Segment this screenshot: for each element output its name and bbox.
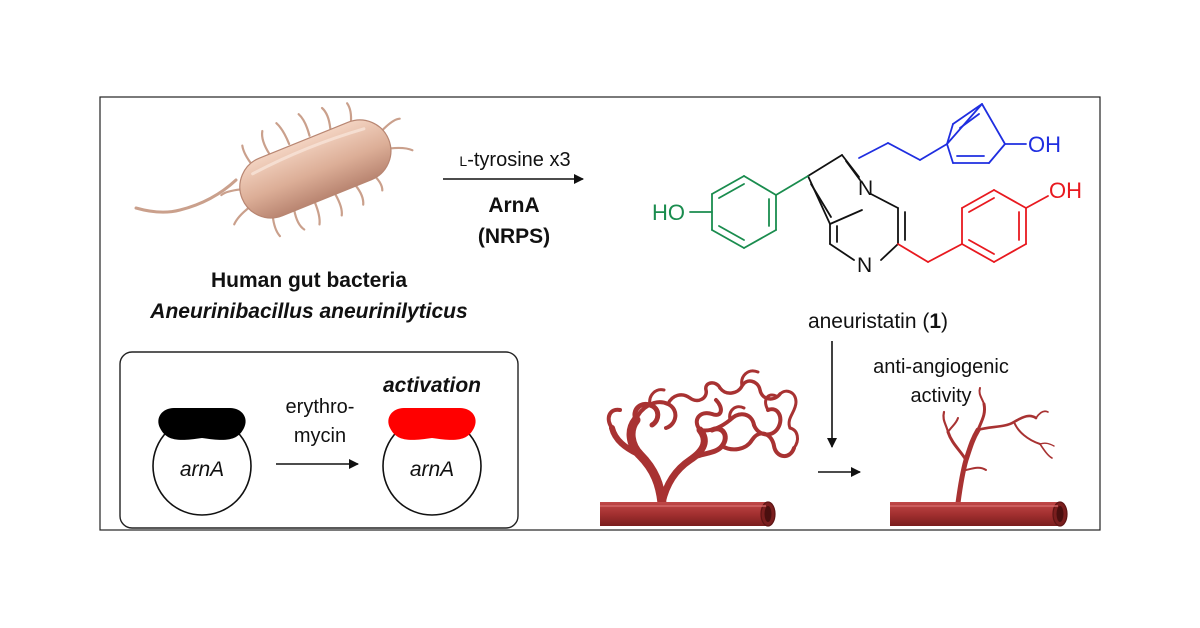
organism-species-name: Aneurinibacillus aneurinilyticus (149, 300, 467, 323)
aneuristatin-structure (689, 103, 1049, 263)
atom-hydroxyl-right: OH (1049, 178, 1082, 203)
sparse-vessel-network (890, 387, 1068, 527)
compound-name: aneuristatin (1) (808, 310, 948, 333)
atom-nitrogen-ring: N (857, 254, 872, 277)
dense-vessel-network (600, 369, 799, 527)
activation-title: activation (383, 374, 481, 397)
enzyme-label: ArnA (488, 194, 539, 217)
atom-hydroxyl-top: OH (1028, 132, 1061, 157)
outer-frame (99, 96, 1101, 531)
activity-label-line2: activity (910, 385, 971, 407)
inducer-label-line1: erythro- (286, 396, 355, 418)
inducer-label-line2: mycin (294, 425, 346, 447)
substrate-label: L-tyrosine x3 (459, 149, 570, 171)
gene-label-before: arnA (180, 458, 224, 481)
atom-nitrogen-bridge: N (858, 177, 873, 200)
enzyme-type-label: (NRPS) (478, 225, 550, 248)
activity-label-line1: anti-angiogenic (873, 356, 1009, 378)
atom-hydroxyl-left: HO (652, 200, 685, 225)
organism-common-name: Human gut bacteria (211, 269, 407, 292)
plasmid-active (382, 408, 482, 516)
plasmid-inactive (152, 408, 252, 516)
bacterium-illustration (134, 102, 414, 238)
gene-label-after: arnA (410, 458, 454, 481)
